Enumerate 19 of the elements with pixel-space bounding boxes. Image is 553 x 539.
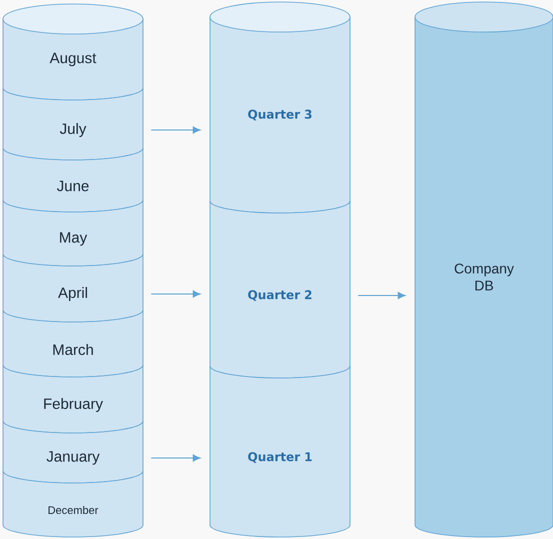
node-label: December	[48, 506, 98, 514]
arrow	[151, 126, 200, 134]
cylinder-segment: Quarter 3	[210, 2, 350, 214]
cylinder-segment: Quarter 2	[210, 200, 350, 378]
arrow	[358, 292, 406, 299]
cylinder-segment: February	[2, 364, 144, 434]
node-label: Quarter 1	[248, 452, 312, 463]
cylinder-segment: August	[2, 4, 144, 100]
cylinder-segment: June	[2, 148, 144, 212]
cylinder-segment: May	[2, 200, 144, 266]
cylinder-segment: April	[2, 254, 144, 322]
cylinder-segment: December	[2, 470, 144, 538]
cylinder-segment: January	[2, 420, 144, 484]
cylinder-segment: Company DB	[414, 2, 553, 538]
cylinder-segment: Quarter 1	[210, 366, 350, 538]
arrow	[151, 454, 200, 462]
arrow	[151, 290, 200, 298]
cylinder-segment: March	[2, 310, 144, 378]
cylinder-segment: July	[2, 88, 144, 160]
